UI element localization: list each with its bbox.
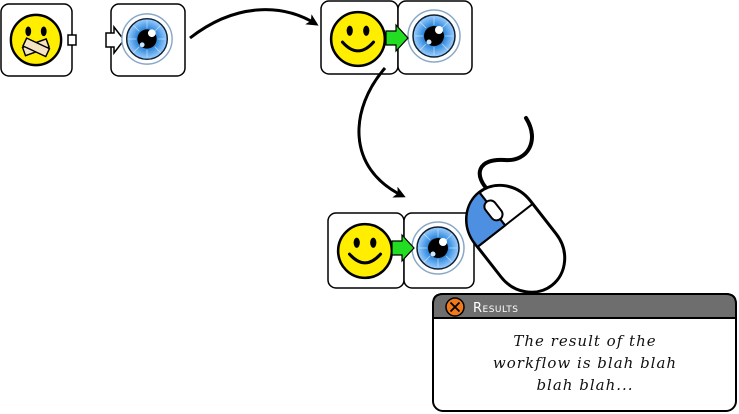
smiley-icon <box>329 10 387 68</box>
muted-smiley-icon <box>9 13 63 67</box>
panel-header <box>432 293 737 319</box>
connected-smiley-eye-pair[interactable] <box>320 0 473 75</box>
panel-title: Results <box>473 301 519 316</box>
input-port-arrow-icon[interactable] <box>105 24 125 56</box>
eye-icon <box>411 221 465 275</box>
green-link-arrow-icon <box>385 23 409 53</box>
clicked-smiley-eye-pair[interactable] <box>327 212 475 289</box>
eye-icon <box>407 9 461 63</box>
eye-icon <box>121 13 173 65</box>
muted-smiley-node[interactable] <box>0 3 77 77</box>
close-icon[interactable] <box>445 297 465 317</box>
result-text-line-1: The result of the <box>513 332 656 350</box>
eye-node[interactable] <box>105 3 186 77</box>
output-port[interactable] <box>67 34 77 46</box>
smiley-icon <box>336 222 394 280</box>
result-text-line-3: blah blah... <box>536 376 633 394</box>
computer-mouse-icon <box>465 116 567 294</box>
results-panel: Results The result of the workflow is bl… <box>432 293 737 412</box>
flow-arrow-1 <box>189 8 319 40</box>
green-link-arrow-icon <box>391 233 415 263</box>
result-text-line-2: workflow is blah blah <box>493 354 677 372</box>
flow-arrow-2 <box>357 67 406 198</box>
